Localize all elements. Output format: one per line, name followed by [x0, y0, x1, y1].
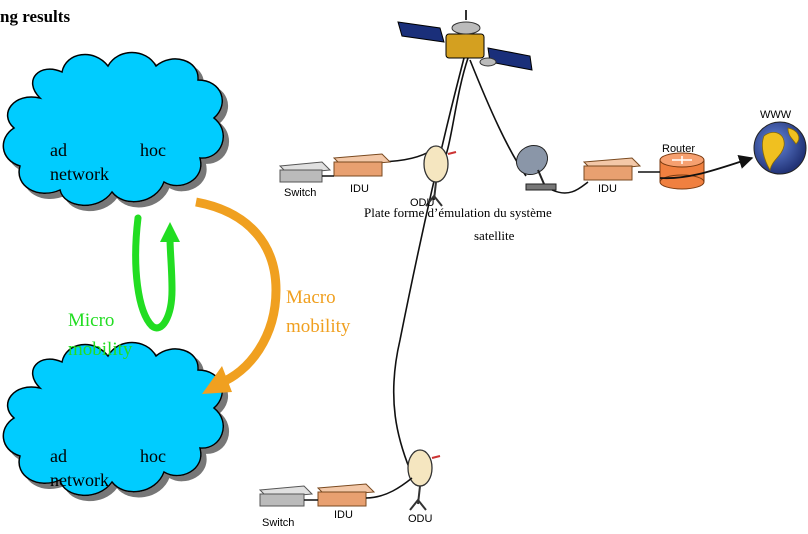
dish-to-idu-cable [551, 181, 589, 194]
micro-mobility-label-1: Micro [68, 310, 114, 331]
platform-caption-line1: Plate forme d’émulation du système [364, 205, 552, 220]
page-heading: ng results [0, 7, 70, 26]
satellite-icon [397, 10, 533, 71]
cloud-top-hoc: hoc [140, 140, 166, 160]
ground-station-dish [515, 144, 557, 191]
bottom-terminal-cables [304, 477, 413, 501]
idu-top-device [332, 153, 392, 177]
odu-top-label: ODU [410, 197, 435, 209]
micro-mobility-label-2: mobility [68, 339, 133, 360]
idu-top-label: IDU [350, 183, 369, 195]
idu-right-label: IDU [598, 183, 617, 195]
adhoc-network-cloud-bottom [2, 341, 225, 497]
router-www-arrow [659, 154, 754, 180]
odu-bottom-antenna [407, 449, 441, 511]
adhoc-network-cloud-top [2, 51, 225, 207]
cloud-bottom-ad: ad [50, 446, 67, 466]
macro-mobility-arrow [195, 197, 281, 394]
satellite-link-lines [373, 57, 527, 471]
cloud-bottom-hoc: hoc [140, 446, 166, 466]
platform-caption-line2: satellite [474, 228, 515, 243]
switch-bottom-label: Switch [262, 517, 294, 529]
www-label: WWW [760, 109, 792, 121]
macro-mobility-label-1: Macro [286, 287, 336, 308]
switch-bottom-device [258, 485, 314, 507]
globe-icon [753, 121, 807, 175]
odu-top-antenna [423, 145, 457, 207]
idu-right-device [582, 157, 642, 181]
cloud-top-ad: ad [50, 140, 67, 160]
cloud-bottom-network: network [50, 470, 109, 490]
idu-bottom-device [316, 483, 376, 507]
macro-mobility-label-2: mobility [286, 316, 351, 337]
micro-mobility-arrow [132, 214, 180, 332]
switch-top-device [278, 161, 332, 183]
router-device [659, 152, 705, 190]
cloud-top-network: network [50, 164, 109, 184]
switch-top-label: Switch [284, 187, 316, 199]
idu-bottom-label: IDU [334, 509, 353, 521]
odu-bottom-label: ODU [408, 513, 433, 525]
router-label: Router [662, 143, 695, 155]
